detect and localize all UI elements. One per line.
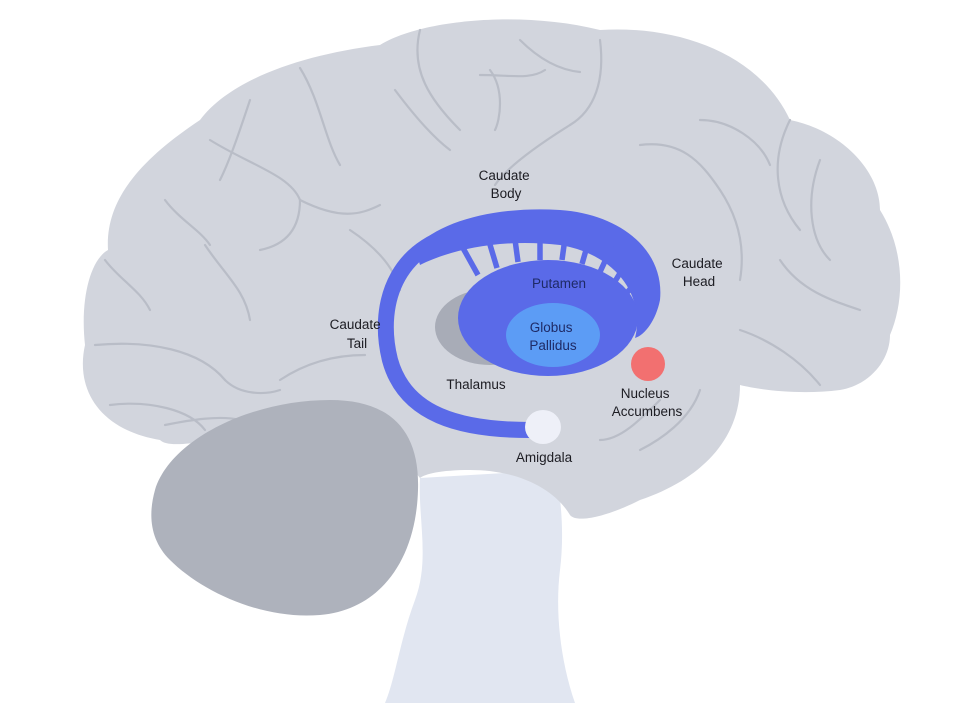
bridge-stripe bbox=[485, 237, 500, 269]
sulcus-line bbox=[718, 188, 743, 282]
sulcus-line bbox=[203, 243, 252, 322]
cerebrum bbox=[82, 19, 901, 519]
bridge-stripe bbox=[460, 246, 481, 277]
sulcus-line bbox=[163, 198, 212, 247]
sulcus-line bbox=[776, 118, 802, 232]
caudate-body bbox=[415, 209, 661, 338]
bridge-stripe bbox=[511, 231, 521, 263]
label-caudate-body-line2: Body bbox=[491, 186, 522, 201]
sulcus-line bbox=[223, 378, 282, 395]
label-putamen: Putamen bbox=[532, 276, 586, 291]
label-caudate-head-line2: Head bbox=[683, 274, 715, 289]
sulcus-line bbox=[393, 88, 452, 152]
sulcus-line bbox=[598, 398, 662, 442]
label-caudate-body: Caudate Body bbox=[479, 168, 534, 201]
label-caudate-body-line1: Caudate bbox=[479, 168, 530, 183]
label-caudate-tail: Caudate Tail bbox=[330, 317, 385, 351]
amigdala bbox=[525, 410, 561, 444]
label-globus-pallidus: Globus Pallidus bbox=[529, 320, 577, 353]
label-caudate-head-line1: Caudate bbox=[672, 256, 723, 271]
sulcus-line bbox=[638, 388, 702, 452]
sulcus-line bbox=[278, 353, 367, 382]
label-nucleus-accumbens: Nucleus Accumbens bbox=[612, 386, 683, 419]
label-globus-pallidus-line2: Pallidus bbox=[529, 338, 577, 353]
label-thalamus: Thalamus bbox=[446, 377, 506, 392]
sulcus-line bbox=[416, 28, 462, 132]
sulcus-line bbox=[108, 402, 207, 432]
cerebellum bbox=[151, 400, 419, 616]
sulcus-line bbox=[103, 258, 152, 312]
label-caudate-head: Caudate Head bbox=[672, 256, 727, 289]
bridge-stripe bbox=[611, 258, 631, 285]
sulcus-line bbox=[258, 198, 302, 252]
sulcus-line bbox=[518, 38, 582, 74]
sulcus-line bbox=[493, 123, 572, 187]
bridge-stripe bbox=[597, 244, 615, 274]
sulcus-line bbox=[218, 98, 252, 182]
sulcus-line bbox=[298, 198, 382, 215]
label-caudate-tail-line2: Tail bbox=[347, 336, 367, 351]
sulcus-line bbox=[568, 38, 603, 127]
label-nucleus-accumbens-line1: Nucleus bbox=[621, 386, 670, 401]
bridge-stripe bbox=[559, 230, 569, 261]
sulci bbox=[93, 28, 862, 452]
globus-pallidus bbox=[506, 303, 600, 367]
label-nucleus-accumbens-line2: Accumbens bbox=[612, 404, 683, 419]
sulcus-line bbox=[208, 138, 302, 202]
sulcus-line bbox=[738, 328, 822, 387]
sulcus-line bbox=[810, 158, 832, 262]
sulcus-line bbox=[93, 342, 227, 382]
striatal-bridges bbox=[460, 230, 643, 298]
label-caudate-tail-line1: Caudate bbox=[330, 317, 381, 332]
label-amigdala: Amigdala bbox=[516, 450, 573, 465]
brainstem bbox=[385, 470, 575, 703]
nucleus-accumbens bbox=[631, 347, 665, 381]
bridge-stripe bbox=[579, 235, 593, 265]
sulcus-line bbox=[478, 68, 547, 78]
sulcus-line bbox=[298, 66, 342, 167]
label-globus-pallidus-line1: Globus bbox=[530, 320, 573, 335]
sulcus-line bbox=[638, 143, 722, 192]
sulcus-line bbox=[778, 258, 862, 312]
sulcus-line bbox=[698, 118, 772, 167]
